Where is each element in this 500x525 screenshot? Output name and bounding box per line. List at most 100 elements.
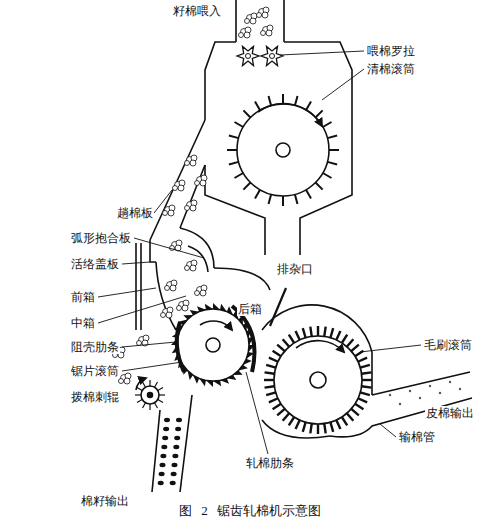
roller-spike xyxy=(143,382,146,387)
cotton-puff xyxy=(182,305,188,311)
seed-cotton xyxy=(163,205,176,216)
saw-tooth xyxy=(238,315,242,325)
roller-spike xyxy=(137,400,142,403)
saw-tooth xyxy=(174,325,183,331)
saw-tooth xyxy=(246,352,254,359)
roller-spike xyxy=(137,388,142,391)
brush-bristle xyxy=(347,339,354,347)
feed-roller-axle xyxy=(246,54,251,59)
brush-bristle xyxy=(303,422,306,432)
cotton-puff xyxy=(262,12,268,18)
lint-fibre xyxy=(389,394,391,396)
saw-tooth xyxy=(243,322,248,332)
saw-tooth xyxy=(248,337,254,345)
cotton-puff xyxy=(163,211,168,216)
brush-bristle xyxy=(336,331,340,340)
part-label: 中箱 xyxy=(70,316,96,330)
brush-bristle xyxy=(269,358,278,362)
cotton-seed xyxy=(160,454,166,458)
brush-bristle xyxy=(273,351,281,356)
part-label: 趟棉板 xyxy=(116,206,154,220)
seed-cotton xyxy=(170,240,183,251)
leader-lines xyxy=(98,51,421,454)
drum-spike xyxy=(316,110,323,117)
brush-bristle xyxy=(355,404,363,409)
drum-spike xyxy=(235,122,244,127)
saw-tooth xyxy=(193,375,199,384)
saw-tooth xyxy=(174,352,180,361)
lint-fibre xyxy=(409,390,411,392)
roller-spike xyxy=(155,403,158,408)
brush-bristle xyxy=(360,365,370,368)
drum-spike xyxy=(269,96,272,106)
brush-bristle xyxy=(289,417,294,425)
brush-bristle xyxy=(330,328,333,338)
machine-outline xyxy=(136,0,472,492)
brush-bristle xyxy=(362,386,372,387)
brush-bristle xyxy=(336,420,340,429)
brush-bristle xyxy=(289,335,294,343)
drum-spike xyxy=(316,183,323,190)
roller-spike xyxy=(135,394,141,395)
drum-spike xyxy=(329,149,339,151)
cotton-puff xyxy=(200,180,206,186)
brush-bristle xyxy=(296,420,300,429)
cotton-puff xyxy=(185,266,190,271)
cotton-seed xyxy=(172,463,178,467)
seed-cotton xyxy=(239,27,252,38)
cotton-seed xyxy=(161,445,167,449)
drum-spike xyxy=(229,136,239,139)
brush-bristle xyxy=(269,398,278,402)
saw-tooth xyxy=(172,331,180,338)
cotton-puff xyxy=(165,286,170,291)
cotton-puff xyxy=(137,341,142,346)
seed-cotton xyxy=(245,13,258,24)
drum-spike xyxy=(269,194,272,204)
saw-tooth xyxy=(205,304,213,310)
brush-bristle xyxy=(283,339,290,347)
part-label: 拨棉刺辊 xyxy=(70,390,120,404)
saw-tooth xyxy=(171,338,178,345)
brush-bristle xyxy=(342,417,347,425)
part-label: 输棉管 xyxy=(398,430,436,444)
saw-tooth xyxy=(213,380,221,386)
seed-cotton xyxy=(261,25,274,36)
part-label: 排杂口 xyxy=(276,262,314,276)
part-label: 棉籽输出 xyxy=(80,494,130,508)
saw-tooth xyxy=(183,315,193,319)
brush-bristle xyxy=(283,413,290,421)
brush-bristle xyxy=(277,409,285,416)
cotton-puff xyxy=(170,285,176,291)
cotton-puff xyxy=(168,210,174,216)
lint-fibre xyxy=(439,392,441,394)
drum-spike xyxy=(306,102,311,111)
roller-spike xyxy=(149,380,150,386)
saw-tooth xyxy=(199,378,206,386)
drum-spike xyxy=(306,190,311,199)
saw-tooth xyxy=(206,380,213,387)
drum-spike xyxy=(255,102,260,111)
drum-spike xyxy=(295,96,298,106)
brush-bristle xyxy=(273,404,281,409)
brush-bristle xyxy=(362,379,372,381)
cotton-seed xyxy=(170,481,176,485)
cotton-puff xyxy=(177,306,182,311)
saw-tooth xyxy=(243,359,252,365)
saw-tooth xyxy=(220,378,229,384)
figure-caption: 图 2 锯齿轧棉机示意图 xyxy=(179,503,321,518)
roller-spike xyxy=(143,403,146,408)
cotton-seed xyxy=(164,418,170,422)
brush-bristle xyxy=(264,379,274,381)
cotton-puff xyxy=(257,13,262,18)
brush-bristle xyxy=(358,398,367,402)
roller-spike xyxy=(158,388,163,391)
cotton-puff xyxy=(239,33,244,38)
cotton-puff xyxy=(190,160,196,166)
seed-cotton xyxy=(173,180,186,191)
cotton-seed xyxy=(173,445,179,449)
drum-spike xyxy=(235,173,244,178)
seed-cotton xyxy=(165,280,178,291)
saw-tooth xyxy=(178,359,183,369)
cotton-seed xyxy=(171,472,177,476)
brush-bristle xyxy=(360,392,370,395)
